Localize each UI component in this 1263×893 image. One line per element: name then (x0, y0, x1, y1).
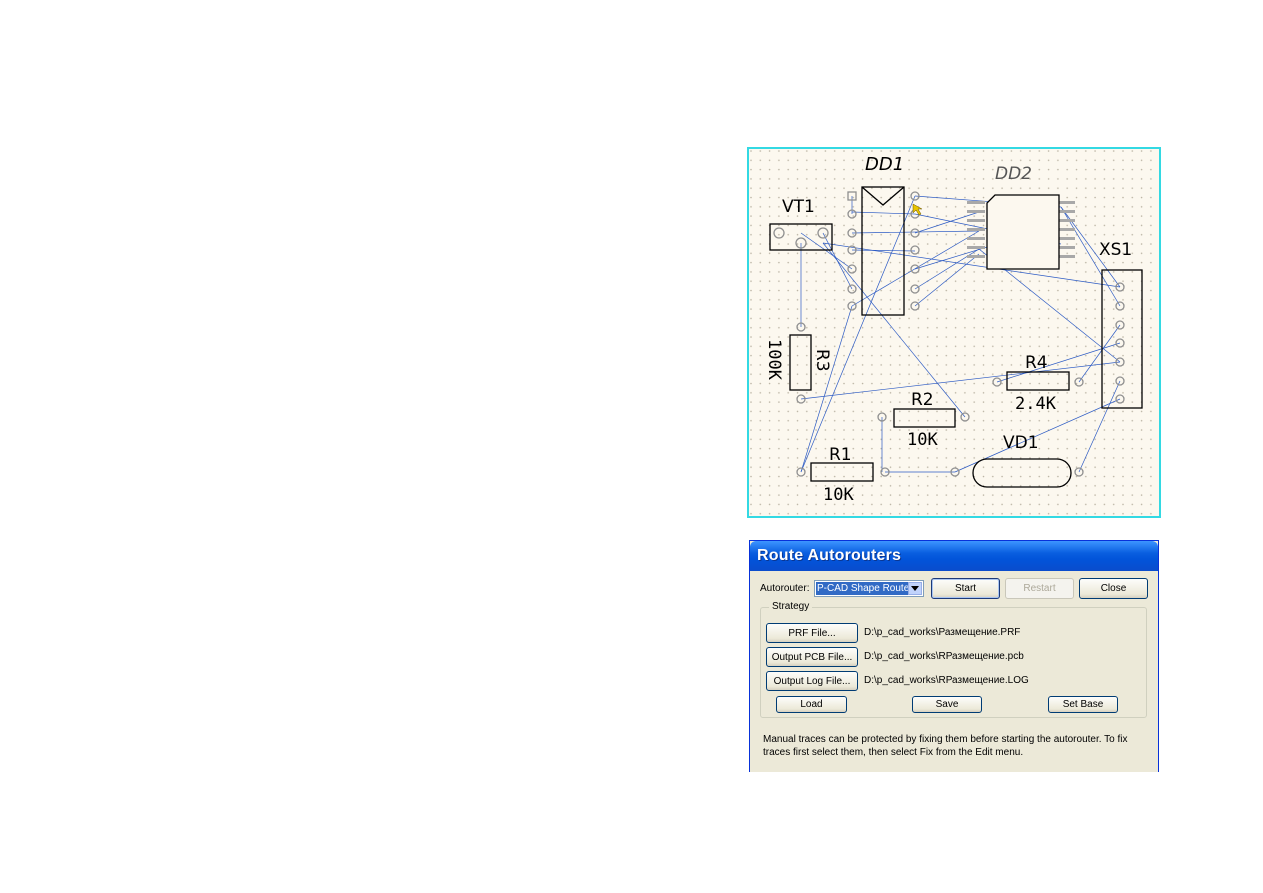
help-note: Manual traces can be protected by fixing… (763, 734, 1128, 758)
route-autorouters-dialog: Route Autorouters Autorouter: P-CAD Shap… (749, 540, 1159, 772)
pcb-drawing[interactable]: DD1 DD2 VT1 (749, 149, 1161, 518)
strategy-group: Strategy PRF File... D:\p_cad_works\Разм… (760, 601, 1147, 718)
restart-button[interactable]: Restart (1005, 578, 1074, 599)
xs1-label: XS1 (1099, 240, 1132, 260)
r1-component[interactable]: R1 10K (796, 445, 890, 505)
r2-value: 10K (907, 430, 938, 450)
r4-component[interactable]: R4 2.4K (992, 353, 1084, 414)
r3-value: 100K (764, 339, 784, 381)
r3-component[interactable]: R3 100K (764, 322, 832, 404)
output-pcb-file-button[interactable]: Output PCB File... (766, 647, 858, 667)
r3-label: R3 (812, 349, 832, 372)
dialog-title: Route Autorouters (757, 547, 902, 564)
r2-label: R2 (911, 390, 934, 410)
output-pcb-path: D:\p_cad_works\RРазмещение.pcb (864, 651, 1024, 662)
output-log-file-button[interactable]: Output Log File... (766, 671, 858, 691)
vt1-label: VT1 (782, 197, 815, 217)
xs1-component[interactable]: XS1 (1099, 240, 1143, 409)
title-bar[interactable]: Route Autorouters (750, 541, 1158, 571)
prf-path: D:\p_cad_works\Размещение.PRF (864, 627, 1021, 638)
set-base-button[interactable]: Set Base (1048, 696, 1118, 713)
vd1-component[interactable]: VD1 (950, 433, 1084, 488)
vt1-component[interactable]: VT1 (769, 197, 833, 251)
grid (749, 149, 1159, 516)
cursor-icon (912, 203, 923, 216)
save-button[interactable]: Save (912, 696, 982, 713)
dd1-label: DD1 (865, 154, 904, 175)
autorouter-select[interactable]: P-CAD Shape Router (814, 580, 924, 597)
r4-value: 2.4K (1015, 394, 1057, 414)
load-button[interactable]: Load (776, 696, 847, 713)
r2-component[interactable]: R2 10K (877, 390, 970, 450)
prf-file-button[interactable]: PRF File... (766, 623, 858, 643)
ratsnest-lines (800, 195, 1121, 473)
vd1-label: VD1 (1003, 433, 1039, 453)
strategy-legend: Strategy (769, 601, 813, 612)
dd2-component[interactable]: DD2 (967, 164, 1075, 270)
dd2-label: DD2 (995, 164, 1032, 184)
pcb-canvas[interactable]: DD1 DD2 VT1 (747, 147, 1161, 518)
r1-label: R1 (829, 445, 852, 465)
output-log-path: D:\p_cad_works\RРазмещение.LOG (864, 675, 1029, 686)
r4-label: R4 (1025, 353, 1048, 373)
autorouter-label: Autorouter: (760, 583, 810, 594)
close-button[interactable]: Close (1079, 578, 1148, 599)
r1-value: 10K (823, 485, 854, 505)
start-button[interactable]: Start (931, 578, 1000, 599)
autorouter-value: P-CAD Shape Router (816, 582, 908, 595)
chevron-down-icon[interactable] (908, 582, 922, 595)
